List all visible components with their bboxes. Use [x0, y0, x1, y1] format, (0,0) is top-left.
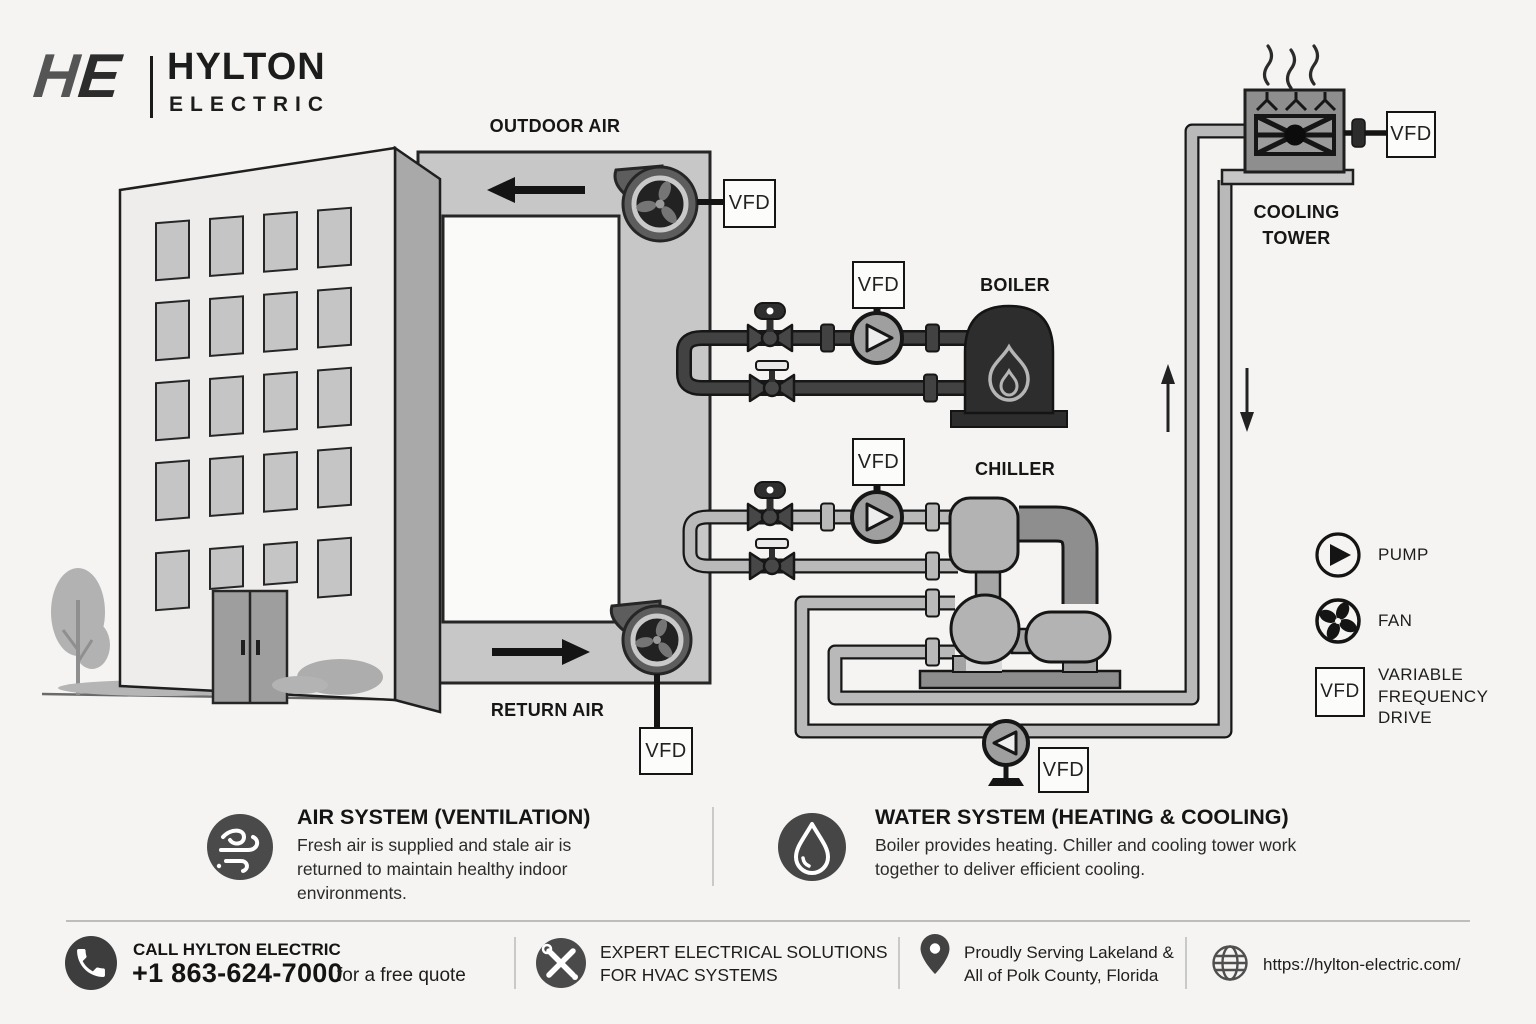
building-windows: [155, 206, 352, 612]
water-system-icon: [778, 813, 846, 881]
vfd-box-chiller-pump: VFD: [852, 438, 905, 486]
boiler-loop-pipes: [676, 330, 968, 396]
vfd-box-condenser-pump: VFD: [1038, 747, 1089, 793]
condenser-pump-icon: [982, 719, 1030, 786]
footer-phone-number: +1 863-624-7000: [132, 958, 343, 988]
chiller-label: CHILLER: [974, 459, 1056, 479]
section-divider: [712, 807, 714, 886]
legend-vfd-box: VFD: [1315, 667, 1365, 717]
valve-chiller-return: [748, 538, 796, 581]
valve-chiller-supply: [746, 481, 794, 532]
footer-expert-text: EXPERT ELECTRICAL SOLUTIONS FOR HVAC SYS…: [600, 941, 888, 986]
globe-icon: [1212, 945, 1248, 981]
footer-divider-1: [514, 937, 516, 989]
footer-divider-3: [1185, 937, 1187, 989]
location-pin-icon: [920, 934, 950, 974]
chiller-loop-pipes: [682, 509, 958, 574]
footer-expert-line2: FOR HVAC SYSTEMS: [600, 964, 778, 985]
cooling-tower-label-line1: COOLING: [1253, 202, 1340, 222]
brand-subtitle: ELECTRIC: [169, 93, 330, 116]
pipe-couplings: [820, 323, 940, 667]
boiler: [950, 304, 1068, 428]
footer-expert-line1: EXPERT ELECTRICAL SOLUTIONS: [600, 942, 888, 962]
return-air-label: RETURN AIR: [490, 700, 605, 720]
valve-boiler-supply: [746, 302, 794, 353]
boiler-pump-icon: [850, 304, 904, 365]
air-system-title: AIR SYSTEM (VENTILATION): [297, 805, 591, 829]
cooling-tower: [1220, 44, 1388, 186]
footer-divider: [66, 920, 1470, 922]
legend-fan-label: FAN: [1378, 611, 1413, 630]
cooling-tower-label-line2: TOWER: [1262, 228, 1331, 248]
legend-pump-icon: [1315, 532, 1361, 578]
boiler-label: BOILER: [980, 275, 1050, 295]
logo-divider: [150, 56, 153, 118]
legend-vfd-label-line1: VARIABLE: [1378, 665, 1464, 684]
footer-serving-text: Proudly Serving Lakeland & All of Polk C…: [964, 941, 1174, 987]
hylton-electric-logo-mark: HE: [30, 42, 124, 111]
footer-serving-line1: Proudly Serving Lakeland &: [964, 943, 1174, 962]
flow-down-arrow-icon: [1240, 368, 1254, 432]
legend-vfd-label: VARIABLE FREQUENCY DRIVE: [1378, 664, 1488, 729]
legend-fan-icon: [1315, 598, 1361, 644]
phone-icon: [65, 936, 117, 990]
tools-icon: [536, 938, 586, 988]
spray-nozzles: [1255, 92, 1337, 112]
air-system-body: Fresh air is supplied and stale air is r…: [297, 835, 572, 903]
supply-air-arrow-icon: [487, 177, 585, 203]
legend-pump-label: PUMP: [1378, 545, 1429, 564]
footer-website-url: https://hylton-electric.com/: [1263, 955, 1461, 974]
valve-boiler-return: [748, 360, 796, 403]
flame-icon: [988, 343, 1030, 402]
footer-divider-2: [898, 937, 900, 989]
tower-fan-icon: [1254, 113, 1336, 157]
chiller-pump-icon: [850, 481, 904, 544]
water-system-body: Boiler provides heating. Chiller and coo…: [875, 835, 1297, 879]
building: [118, 145, 442, 714]
ground-scenery: [41, 568, 433, 702]
footer-serving-line2: All of Polk County, Florida: [964, 966, 1159, 985]
air-system-icon: [207, 814, 273, 880]
flow-up-arrow-icon: [1161, 364, 1175, 432]
supply-fan-icon: [613, 164, 724, 243]
return-air-arrow-icon: [492, 639, 590, 665]
vfd-box-return-fan: VFD: [639, 727, 693, 775]
outdoor-air-label: OUTDOOR AIR: [489, 116, 621, 136]
legend-vfd-label-line3: DRIVE: [1378, 708, 1432, 727]
cooling-tower-label: COOLING TOWER: [1228, 199, 1365, 251]
brand-name: HYLTON: [167, 46, 326, 88]
condenser-water-pipes: [794, 123, 1247, 739]
vfd-box-cooling-tower: VFD: [1386, 111, 1436, 158]
legend-vfd-label-line2: FREQUENCY: [1378, 686, 1489, 706]
footer-call-title: CALL HYLTON ELECTRIC: [133, 940, 341, 959]
chiller: [918, 496, 1122, 690]
vfd-box-supply-fan: VFD: [723, 179, 776, 228]
footer-phone-suffix: for a free quote: [337, 965, 466, 986]
water-system-title: WATER SYSTEM (HEATING & COOLING): [875, 805, 1289, 829]
vfd-box-boiler-pump: VFD: [852, 261, 905, 309]
return-fan-icon: [609, 599, 693, 729]
